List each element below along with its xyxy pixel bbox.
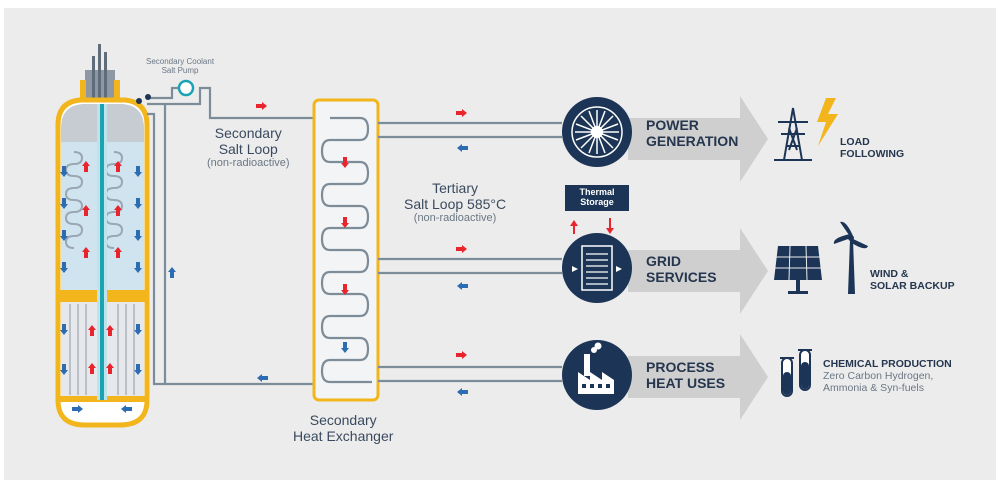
flow-arrow [256, 102, 267, 110]
process-heat-uses-label: PROCESS HEAT USES [646, 359, 726, 392]
heat-exchanger-label: Secondary Heat Exchanger [293, 412, 394, 445]
flow-arrow [60, 166, 68, 177]
flow-arrow [456, 245, 467, 253]
flow-arrow [60, 230, 68, 241]
flow-arrow [456, 351, 467, 359]
flow-arrow [134, 230, 142, 241]
flow-arrow [114, 205, 122, 216]
storage-tank-icon [562, 233, 632, 303]
grid-services-label: GRID SERVICES [646, 253, 717, 286]
pump-label: Secondary Coolant Salt Pump [146, 57, 215, 76]
flow-arrow [82, 247, 90, 258]
tertiary-salt-loop-pipes [378, 121, 562, 383]
flow-arrow [134, 166, 142, 177]
flow-arrow [106, 363, 114, 374]
flow-arrow [60, 262, 68, 273]
wind-turbine-icon [833, 221, 868, 294]
wind-solar-backup-label: WIND & SOLAR BACKUP [870, 268, 955, 293]
flow-arrows [60, 102, 468, 413]
flow-arrow [82, 205, 90, 216]
lightning-icon [817, 98, 838, 146]
load-following-label: LOAD FOLLOWING [840, 136, 905, 161]
flow-arrow [341, 284, 349, 295]
flow-arrow [121, 405, 132, 413]
output-band-arrows [628, 96, 768, 420]
flow-arrow [134, 262, 142, 273]
background-panel [4, 8, 996, 480]
flow-arrow [60, 198, 68, 209]
secondary-loop-label: Secondary Salt Loop (non-radioactive) [207, 125, 290, 170]
flow-arrow [168, 267, 176, 278]
solar-panel-icon [774, 245, 822, 294]
flow-arrow [88, 325, 96, 336]
secondary-coolant-salt-pump [177, 79, 195, 97]
flow-arrow [114, 161, 122, 172]
test-tubes-icon [780, 349, 812, 397]
flow-arrow [457, 282, 468, 290]
flow-arrow [72, 405, 83, 413]
turbine-icon [562, 97, 632, 167]
flow-arrow [106, 325, 114, 336]
thermal-storage-label: Thermal Storage [579, 187, 615, 208]
factory-icon [562, 340, 632, 410]
reactor-vessel [55, 44, 150, 428]
band-arrow-process [628, 334, 768, 420]
flow-arrow [456, 109, 467, 117]
flow-arrow [257, 374, 268, 382]
flow-arrow [60, 364, 68, 375]
heat-exchanger-coil [320, 116, 372, 384]
chemical-production-label: CHEMICAL PRODUCTION Zero Carbon Hydrogen… [823, 358, 952, 395]
tertiary-loop-label: Tertiary Salt Loop 585°C (non-radioactiv… [404, 180, 507, 225]
flow-arrow [134, 364, 142, 375]
flow-arrow [457, 388, 468, 396]
flow-arrow [134, 324, 142, 335]
thermal-storage-box [565, 185, 629, 211]
flow-arrow [82, 161, 90, 172]
flow-arrow [60, 324, 68, 335]
flow-arrow [114, 247, 122, 258]
transmission-tower-icon [774, 107, 812, 161]
power-generation-label: POWER GENERATION [646, 117, 739, 150]
flow-arrow [88, 363, 96, 374]
band-arrow-power [628, 96, 768, 182]
flow-arrow [341, 157, 349, 168]
flow-arrow [341, 342, 349, 353]
flow-arrow [134, 198, 142, 209]
flow-arrow [341, 217, 349, 228]
band-arrow-grid [628, 228, 768, 314]
flow-arrow [457, 144, 468, 152]
